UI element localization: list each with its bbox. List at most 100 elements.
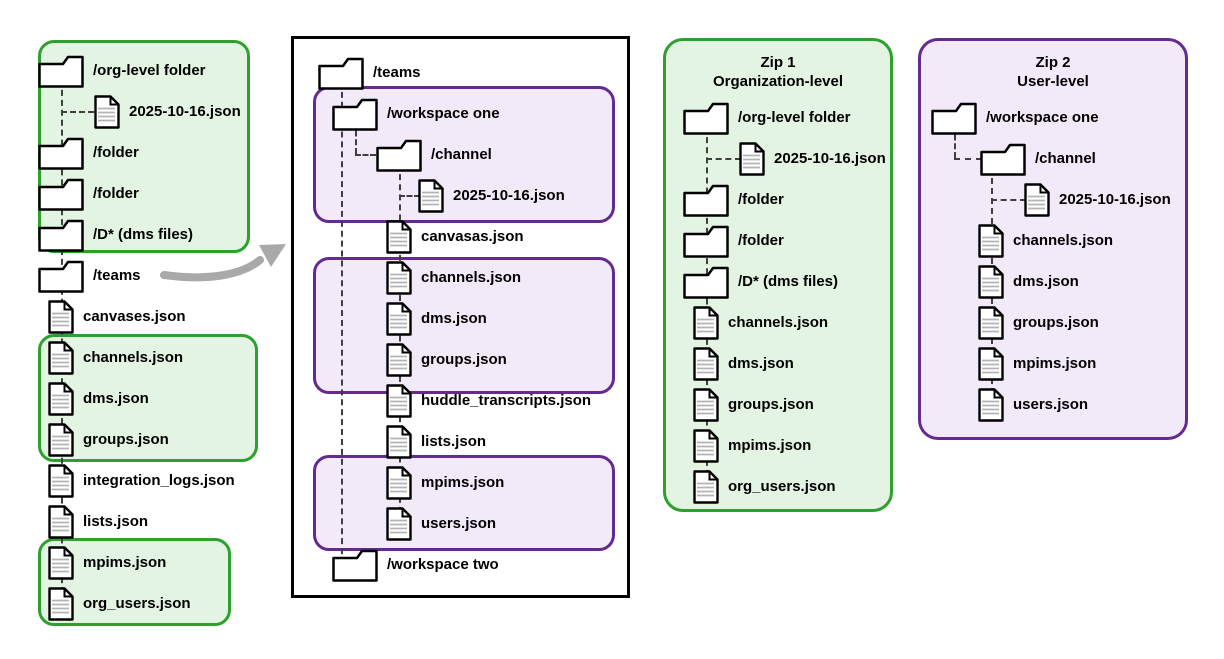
- tree-item-label: /folder: [738, 232, 784, 249]
- zip2-title-line1: Zip 2: [1035, 54, 1071, 71]
- file-icon: [693, 306, 719, 340]
- tree-item-label: mpims.json: [728, 437, 812, 454]
- tree-item: /teams: [294, 52, 627, 93]
- tree-item: canvasas.json: [294, 216, 627, 257]
- tree-connector: [61, 70, 63, 603]
- folder-icon: [683, 183, 729, 217]
- tree-item: /D* (dms files): [666, 261, 890, 302]
- tree-item: dms.json: [38, 378, 270, 419]
- file-icon: [386, 425, 412, 459]
- workspace-channel-files-group-box: [313, 257, 615, 394]
- tree-item: dms.json: [921, 261, 1185, 302]
- file-icon: [693, 388, 719, 422]
- tree-item-label: /teams: [93, 267, 141, 284]
- file-icon: [48, 341, 74, 375]
- tree-connector: [991, 199, 1026, 201]
- tree-item-label: groups.json: [421, 351, 507, 368]
- tree-item: /folder: [38, 132, 270, 173]
- tree-item-label: channels.json: [728, 314, 829, 331]
- tree-item-label: /D* (dms files): [738, 273, 839, 290]
- tree-item-label: channels.json: [1013, 232, 1114, 249]
- file-icon: [48, 423, 74, 457]
- org-export-tree-panel: /org-level folder 2025-10-16.json /folde…: [38, 40, 270, 626]
- tree-item-label: lists.json: [421, 433, 487, 450]
- tree-item: channels.json: [294, 257, 627, 298]
- tree-item-label: 2025-10-16.json: [1059, 191, 1171, 208]
- file-icon: [739, 142, 765, 176]
- zip2-title-line2: User-level: [1017, 73, 1089, 90]
- tree-item: 2025-10-16.json: [294, 175, 627, 216]
- tree-item: mpims.json: [666, 425, 890, 466]
- file-icon: [48, 382, 74, 416]
- tree-item: users.json: [294, 503, 627, 544]
- tree-item-label: huddle_transcripts.json: [421, 392, 592, 409]
- tree-item-label: dms.json: [83, 390, 149, 407]
- tree-item-label: /folder: [93, 144, 139, 161]
- tree-item-label: 2025-10-16.json: [129, 103, 241, 120]
- folder-icon: [38, 177, 84, 211]
- folder-icon: [332, 97, 378, 131]
- tree-item: 2025-10-16.json: [921, 179, 1185, 220]
- folder-icon: [376, 138, 422, 172]
- tree-item-label: users.json: [1013, 396, 1089, 413]
- file-icon: [978, 306, 1004, 340]
- tree-item: org_users.json: [38, 583, 270, 624]
- tree-item-label: canvasas.json: [421, 228, 524, 245]
- tree-item: integration_logs.json: [38, 460, 270, 501]
- tree-item-label: integration_logs.json: [83, 472, 235, 489]
- folder-icon: [332, 548, 378, 582]
- file-icon: [978, 388, 1004, 422]
- tree-item: /D* (dms files): [38, 214, 270, 255]
- file-icon: [386, 343, 412, 377]
- tree-item: /folder: [38, 173, 270, 214]
- tree-connector: [399, 154, 401, 523]
- tree-item-label: lists.json: [83, 513, 149, 530]
- tree-item: /workspace two: [294, 544, 627, 585]
- org-channel-files-group-box: [38, 334, 258, 462]
- tree-item-label: mpims.json: [1013, 355, 1097, 372]
- tree-item: canvases.json: [38, 296, 270, 337]
- tree-item-label: canvases.json: [83, 308, 186, 325]
- folder-icon: [683, 101, 729, 135]
- folder-icon: [38, 54, 84, 88]
- tree-item: groups.json: [666, 384, 890, 425]
- tree-item: groups.json: [294, 339, 627, 380]
- file-icon: [418, 179, 444, 213]
- tree-connector: [355, 113, 357, 154]
- file-icon: [1024, 183, 1050, 217]
- file-icon: [386, 220, 412, 254]
- folder-icon: [38, 218, 84, 252]
- file-icon: [48, 587, 74, 621]
- zip2-title: Zip 2 User-level: [921, 41, 1185, 97]
- tree-connector: [61, 111, 94, 113]
- folder-icon: [683, 265, 729, 299]
- tree-item: /org-level folder: [38, 50, 270, 91]
- tree-item: channels.json: [921, 220, 1185, 261]
- tree-item: 2025-10-16.json: [38, 91, 270, 132]
- tree-item: channels.json: [38, 337, 270, 378]
- tree-item-label: 2025-10-16.json: [774, 150, 886, 167]
- zip2-panel: Zip 2 User-level /workspace one /channel…: [918, 38, 1188, 440]
- tree-item: /channel: [294, 134, 627, 175]
- tree-item: /folder: [666, 179, 890, 220]
- tree-item: groups.json: [38, 419, 270, 460]
- file-icon: [386, 466, 412, 500]
- tree-item-label: mpims.json: [83, 554, 167, 571]
- tree-item-label: org_users.json: [728, 478, 836, 495]
- file-icon: [386, 261, 412, 295]
- folder-icon: [931, 101, 977, 135]
- file-icon: [48, 464, 74, 498]
- tree-item: huddle_transcripts.json: [294, 380, 627, 421]
- file-icon: [48, 546, 74, 580]
- tree-item: mpims.json: [38, 542, 270, 583]
- file-icon: [386, 507, 412, 541]
- tree-item-label: dms.json: [421, 310, 487, 327]
- tree-connector: [954, 158, 982, 160]
- tree-connector: [399, 195, 420, 197]
- tree-connector: [706, 117, 708, 486]
- tree-item: /teams: [38, 255, 270, 296]
- folder-icon: [38, 259, 84, 293]
- tree-item: dms.json: [294, 298, 627, 339]
- file-icon: [693, 470, 719, 504]
